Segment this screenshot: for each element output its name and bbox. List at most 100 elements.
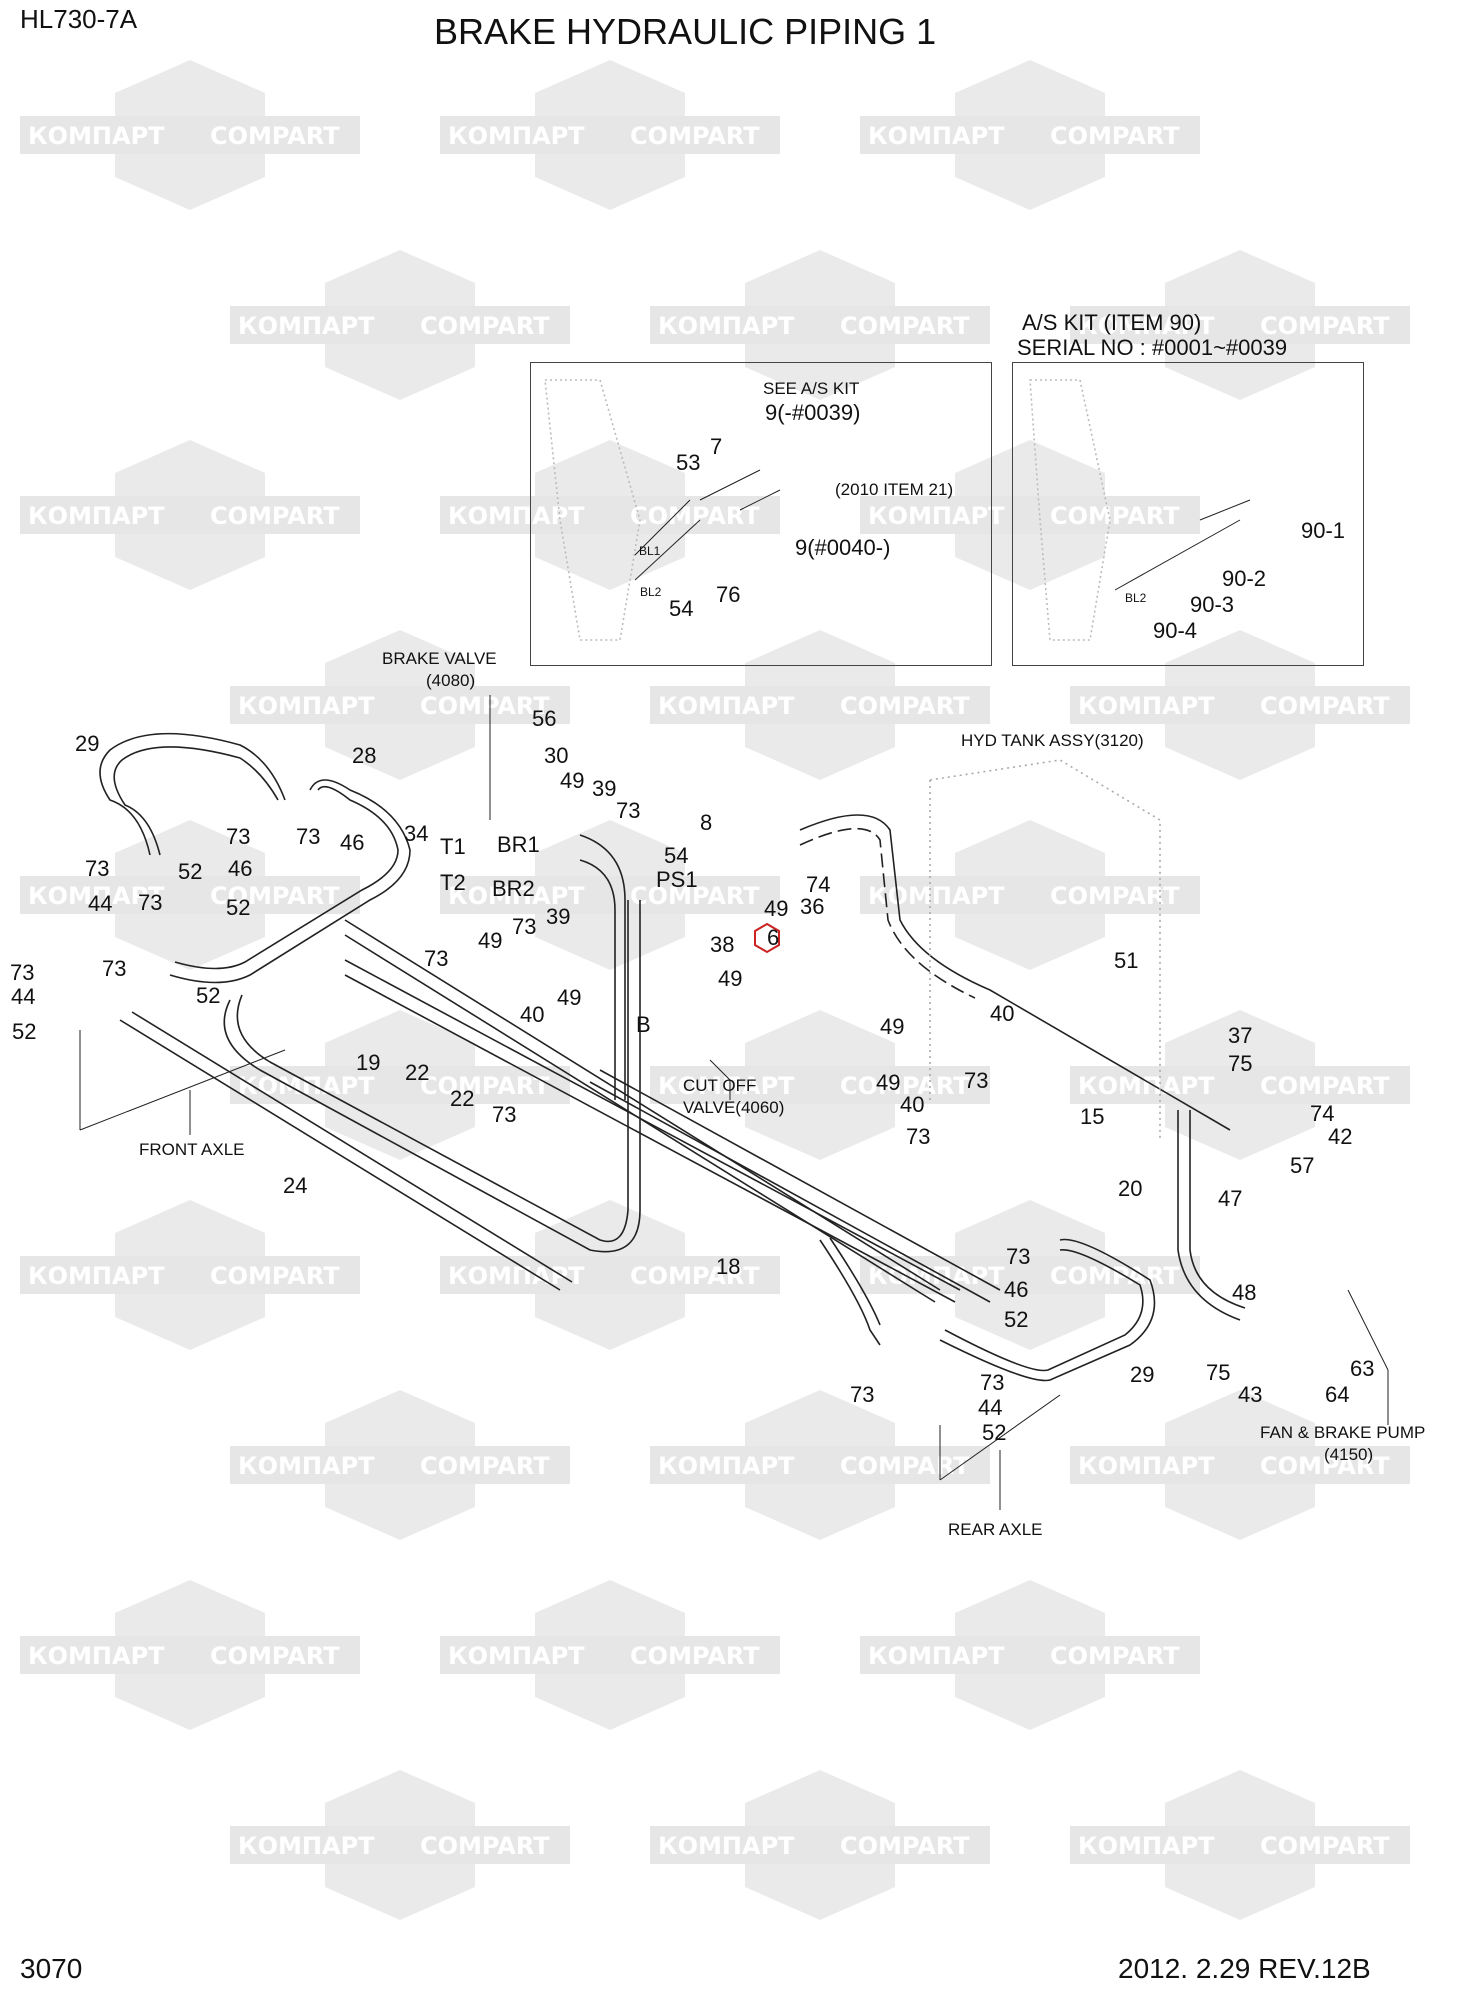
- part-callout[interactable]: 73: [980, 1370, 1005, 1395]
- watermark-lettering: COMPART: [1050, 502, 1180, 530]
- part-callout[interactable]: 52: [12, 1019, 37, 1044]
- callout-90-2[interactable]: 90-2: [1222, 566, 1267, 591]
- part-callout[interactable]: 44: [88, 891, 113, 916]
- part-callout[interactable]: 15: [1080, 1104, 1105, 1129]
- part-callout[interactable]: 46: [1004, 1277, 1029, 1302]
- callout-53[interactable]: 53: [676, 450, 701, 475]
- callout-90-4[interactable]: 90-4: [1153, 618, 1198, 643]
- part-callout[interactable]: 49: [876, 1070, 901, 1095]
- watermark-logo: КОМПАРТ COMPART: [650, 1770, 990, 1920]
- callout-7[interactable]: 7: [710, 434, 723, 459]
- part-callout[interactable]: 73: [906, 1124, 931, 1149]
- part-callout[interactable]: 40: [520, 1002, 545, 1027]
- part-callout[interactable]: 18: [716, 1254, 741, 1279]
- part-callout[interactable]: 73: [616, 798, 641, 823]
- part-callout[interactable]: 28: [352, 743, 377, 768]
- part-callout[interactable]: 48: [1232, 1280, 1257, 1305]
- part-callout[interactable]: 52: [226, 895, 251, 920]
- part-callout[interactable]: 73: [85, 856, 110, 881]
- watermark-lettering: КОМПАРТ: [28, 1262, 165, 1290]
- part-callout[interactable]: 63: [1350, 1356, 1375, 1381]
- part-callout[interactable]: 49: [560, 768, 585, 793]
- watermark-lettering: КОМПАРТ: [658, 692, 795, 720]
- part-callout[interactable]: 44: [11, 984, 36, 1009]
- part-callout[interactable]: PS1: [656, 867, 698, 892]
- port-bl1: BL1: [639, 544, 661, 558]
- part-callout[interactable]: 64: [1325, 1382, 1350, 1407]
- part-callout[interactable]: 57: [1290, 1153, 1315, 1178]
- part-callout[interactable]: BR2: [492, 876, 535, 901]
- part-callout[interactable]: 20: [1118, 1176, 1143, 1201]
- part-callout[interactable]: 56: [532, 706, 557, 731]
- watermark-lettering: COMPART: [840, 1832, 970, 1860]
- watermark-lettering: COMPART: [210, 1642, 340, 1670]
- part-callout[interactable]: 73: [102, 956, 127, 981]
- part-callout[interactable]: 22: [450, 1086, 475, 1111]
- watermark-lettering: COMPART: [1260, 692, 1390, 720]
- part-callout[interactable]: T1: [440, 834, 466, 859]
- part-callout[interactable]: 73: [850, 1382, 875, 1407]
- part-callout[interactable]: 74: [1310, 1101, 1335, 1126]
- part-callout[interactable]: 40: [990, 1001, 1015, 1026]
- hose-rear-left-inner: [829, 1237, 881, 1326]
- part-callout[interactable]: 39: [546, 904, 571, 929]
- part-callout[interactable]: 29: [75, 731, 100, 756]
- watermark-lettering: КОМПАРТ: [658, 1832, 795, 1860]
- part-callout[interactable]: T2: [440, 870, 466, 895]
- part-callout[interactable]: 74: [806, 872, 831, 897]
- part-callout[interactable]: 38: [710, 932, 735, 957]
- part-callout[interactable]: 47: [1218, 1186, 1243, 1211]
- part-callout[interactable]: 40: [900, 1092, 925, 1117]
- part-callout[interactable]: 30: [544, 743, 569, 768]
- part-callout[interactable]: 46: [228, 856, 253, 881]
- part-callout[interactable]: 46: [340, 830, 365, 855]
- part-callout[interactable]: 73: [512, 914, 537, 939]
- part-callout[interactable]: 49: [718, 966, 743, 991]
- part-callout[interactable]: 51: [1114, 948, 1139, 973]
- part-callout[interactable]: 49: [764, 896, 789, 921]
- part-callout[interactable]: 42: [1328, 1124, 1353, 1149]
- part-callout[interactable]: 52: [1004, 1307, 1029, 1332]
- part-callout[interactable]: 49: [880, 1014, 905, 1039]
- part-callout[interactable]: 19: [356, 1050, 381, 1075]
- part-callout[interactable]: 52: [196, 983, 221, 1008]
- part-callout[interactable]: 49: [478, 928, 503, 953]
- part-callout[interactable]: 73: [10, 960, 35, 985]
- watermark-lettering: КОМПАРТ: [1078, 1832, 1215, 1860]
- part-callout[interactable]: 73: [226, 824, 251, 849]
- part-callout[interactable]: 22: [405, 1060, 430, 1085]
- part-callout[interactable]: 29: [1130, 1362, 1155, 1387]
- part-callout[interactable]: 52: [178, 859, 203, 884]
- part-callout[interactable]: BR1: [497, 832, 540, 857]
- part-callout[interactable]: 6: [767, 925, 780, 950]
- part-callout[interactable]: 44: [978, 1395, 1003, 1420]
- part-callout[interactable]: 24: [283, 1173, 308, 1198]
- callout-54[interactable]: 54: [669, 596, 694, 621]
- watermark-lettering: COMPART: [1050, 122, 1180, 150]
- part-callout[interactable]: 73: [964, 1068, 989, 1093]
- part-callout[interactable]: 8: [700, 810, 713, 835]
- part-callout[interactable]: 73: [296, 824, 321, 849]
- part-callout[interactable]: 49: [557, 985, 582, 1010]
- part-callout[interactable]: 54: [664, 843, 689, 868]
- part-callout[interactable]: 37: [1228, 1023, 1253, 1048]
- part-callout[interactable]: 73: [492, 1102, 517, 1127]
- part-callout[interactable]: 73: [138, 890, 163, 915]
- part-callout[interactable]: 36: [800, 894, 825, 919]
- part-callout[interactable]: 34: [404, 821, 429, 846]
- part-callout[interactable]: 52: [982, 1420, 1007, 1445]
- part-callout[interactable]: 75: [1228, 1051, 1253, 1076]
- callout-90-1[interactable]: 90-1: [1301, 518, 1346, 543]
- part-callout[interactable]: 73: [1006, 1244, 1031, 1269]
- part-callout[interactable]: 43: [1238, 1382, 1263, 1407]
- part-callout[interactable]: 73: [424, 946, 449, 971]
- part-callout[interactable]: 75: [1206, 1360, 1231, 1385]
- part-callout[interactable]: 39: [592, 776, 617, 801]
- pipe-19: [223, 900, 641, 1253]
- callout-90-3[interactable]: 90-3: [1190, 592, 1235, 617]
- part-callout[interactable]: B: [636, 1012, 651, 1037]
- callout-76[interactable]: 76: [716, 582, 741, 607]
